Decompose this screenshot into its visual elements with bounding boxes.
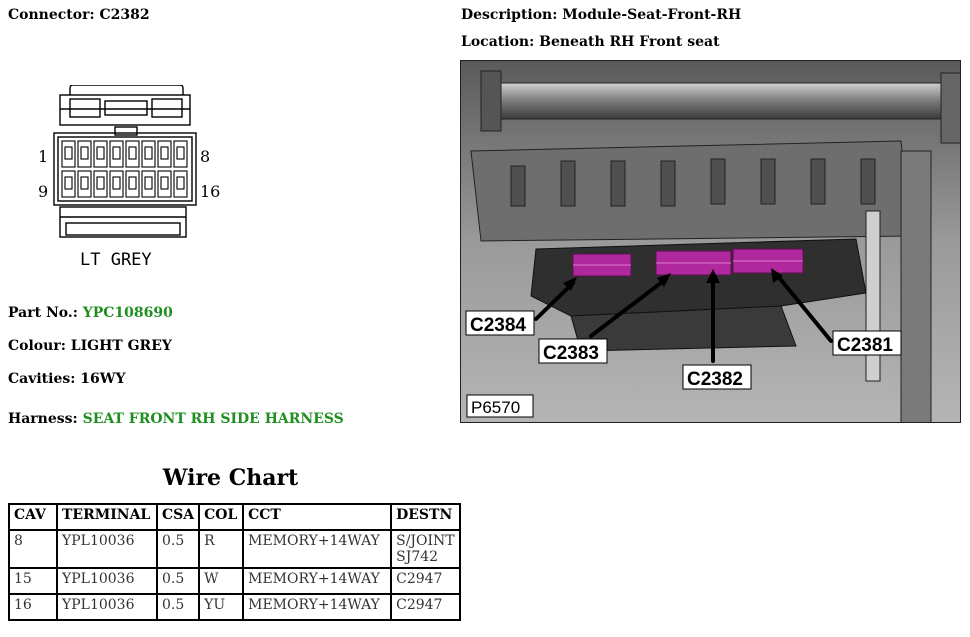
cavities-value: 16WY: [80, 371, 126, 387]
cavity-terminal: [144, 176, 153, 190]
cavity-terminal: [128, 146, 137, 160]
wire-chart-header-row: CAV TERMINAL CSA COL CCT DESTN: [8, 503, 461, 531]
location-line: Location: Beneath RH Front seat: [461, 34, 720, 50]
cavity-outline: [157, 170, 172, 198]
cell-csa: 0.5: [155, 593, 201, 621]
cavity-terminal: [144, 146, 153, 160]
col-header-cct: CCT: [242, 503, 393, 531]
cavity-terminal: [160, 146, 169, 160]
pin-16-label: 16: [200, 182, 220, 201]
description-label: Description:: [461, 7, 558, 23]
cell-csa: 0.5: [155, 567, 201, 595]
pin-8-label: 8: [200, 147, 210, 166]
cavity-outline: [157, 140, 172, 168]
part-number-line: Part No.: YPC108690: [8, 305, 173, 321]
harness-value: SEAT FRONT RH SIDE HARNESS: [82, 411, 344, 427]
cavity-outline: [77, 140, 92, 168]
cavity-outline: [93, 170, 108, 198]
cell-csa: 0.5: [155, 529, 201, 569]
cavity-terminal: [112, 146, 121, 160]
cavity-terminal: [176, 146, 185, 160]
pin-1-label: 1: [38, 147, 48, 166]
cell-cav: 8: [8, 529, 58, 569]
description-value: Module-Seat-Front-RH: [562, 7, 742, 23]
cavity-outline: [109, 140, 124, 168]
col-header-col: COL: [198, 503, 245, 531]
location-value: Beneath RH Front seat: [539, 34, 720, 50]
callout-c2382: C2382: [687, 369, 743, 390]
cell-destn: S/JOINT SJ742: [390, 529, 461, 569]
cavity-outline: [109, 170, 124, 198]
cell-col: YU: [198, 593, 245, 621]
harness-line: Harness: SEAT FRONT RH SIDE HARNESS: [8, 411, 344, 427]
cavity-outline: [125, 170, 140, 198]
cavity-outline: [141, 170, 156, 198]
connector-label: Connector:: [8, 7, 95, 23]
cavity-terminal: [112, 176, 121, 190]
cavity-terminal: [80, 176, 89, 190]
cavity-outline: [61, 170, 76, 198]
cavities-line: Cavities: 16WY: [8, 371, 126, 387]
table-row: 8 YPL10036 0.5 R MEMORY+14WAY S/JOINT SJ…: [8, 529, 461, 569]
col-header-terminal: TERMINAL: [56, 503, 158, 531]
cell-cct: MEMORY+14WAY: [242, 593, 393, 621]
photo-reference: P6570: [471, 398, 520, 417]
callout-c2384: C2384: [470, 315, 526, 336]
harness-label: Harness:: [8, 411, 78, 427]
cell-cav: 15: [8, 567, 58, 595]
cavity-terminal: [64, 146, 73, 160]
description-line: Description: Module-Seat-Front-RH: [461, 7, 741, 23]
connector-line: Connector: C2382: [8, 7, 150, 23]
table-row: 16 YPL10036 0.5 YU MEMORY+14WAY C2947: [8, 593, 461, 621]
cavity-outline: [173, 170, 188, 198]
cavity-terminal: [96, 146, 105, 160]
part-number-label: Part No.:: [8, 305, 78, 321]
pin-9-label: 9: [38, 182, 48, 201]
colour-value: LIGHT GREY: [70, 338, 172, 354]
cavities-label: Cavities:: [8, 371, 76, 387]
cavity-terminal: [80, 146, 89, 160]
cell-col: R: [198, 529, 245, 569]
location-photo-illustration: C2384 C2383 C2382 C2381 P6570: [461, 61, 960, 422]
cell-cav: 16: [8, 593, 58, 621]
cavity-outline: [77, 170, 92, 198]
cavity-terminal: [176, 176, 185, 190]
cell-cct: MEMORY+14WAY: [242, 567, 393, 595]
cavity-terminal: [128, 176, 137, 190]
cavity-terminal: [96, 176, 105, 190]
colour-label: Colour:: [8, 338, 66, 354]
callout-c2381: C2381: [837, 335, 893, 356]
colour-caption: LT GREY: [80, 250, 152, 270]
cell-destn: C2947: [390, 593, 461, 621]
part-number-value: YPC108690: [82, 305, 173, 321]
cell-terminal: YPL10036: [56, 529, 158, 569]
wire-chart-title: Wire Chart: [162, 465, 299, 491]
connector-value: C2382: [99, 7, 150, 23]
cell-destn: C2947: [390, 567, 461, 595]
cavity-terminal: [160, 176, 169, 190]
connector-face-drawing: 1 8 9 16 LT GREY: [38, 85, 220, 270]
col-header-destn: DESTN: [390, 503, 461, 531]
wire-chart-table: CAV TERMINAL CSA COL CCT DESTN 8 YPL1003…: [8, 503, 461, 621]
col-header-cav: CAV: [8, 503, 58, 531]
cell-cct: MEMORY+14WAY: [242, 529, 393, 569]
cell-destn-line2: SJ742: [396, 549, 439, 565]
col-header-csa: CSA: [155, 503, 201, 531]
cavity-outline: [93, 140, 108, 168]
cell-terminal: YPL10036: [56, 593, 158, 621]
colour-line: Colour: LIGHT GREY: [8, 338, 172, 354]
cavity-outline: [141, 140, 156, 168]
cell-col: W: [198, 567, 245, 595]
cell-terminal: YPL10036: [56, 567, 158, 595]
cell-destn-line1: S/JOINT: [396, 533, 455, 549]
cavity-terminal: [64, 176, 73, 190]
callout-c2383: C2383: [543, 343, 599, 364]
cavity-outline: [125, 140, 140, 168]
location-photo: C2384 C2383 C2382 C2381 P6570: [460, 60, 961, 423]
cavity-outline: [173, 140, 188, 168]
location-label: Location:: [461, 34, 535, 50]
cavity-outline: [61, 140, 76, 168]
table-row: 15 YPL10036 0.5 W MEMORY+14WAY C2947: [8, 567, 461, 595]
